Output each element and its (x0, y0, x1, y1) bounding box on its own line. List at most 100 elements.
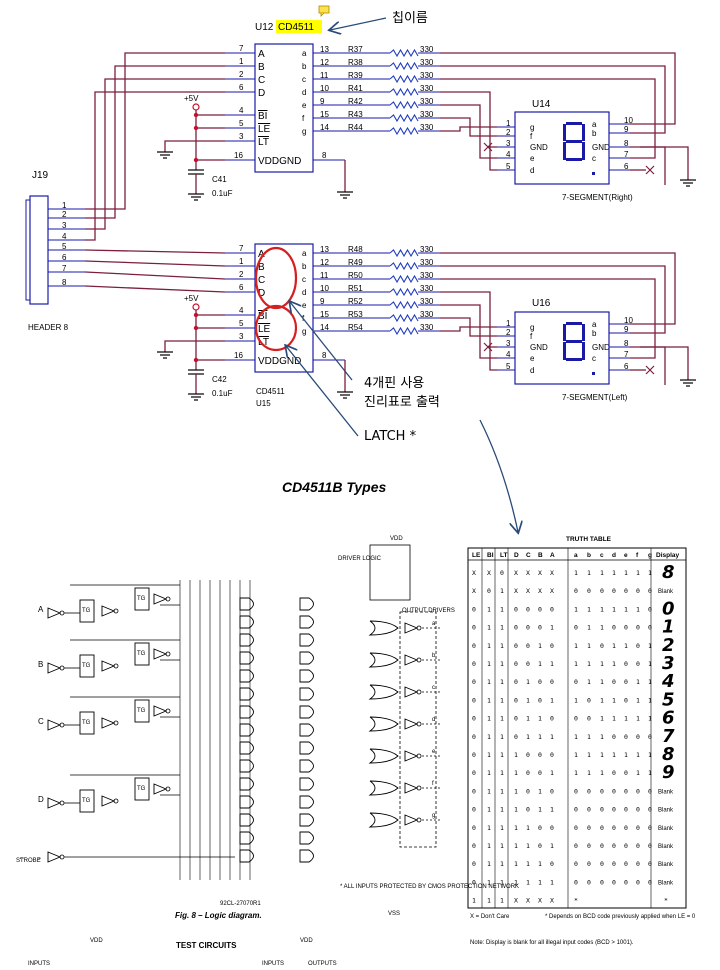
truth-table-cell: X (550, 569, 554, 577)
or-gate (368, 620, 399, 636)
ic-input-label: C (258, 275, 265, 286)
truth-table-cell: 1 (514, 878, 518, 886)
vdd-gnd-label: VDDGND (258, 356, 301, 367)
display-left-seg-label: GND (530, 343, 548, 352)
truth-table-cell: 1 (550, 842, 554, 850)
truth-table-display-blank: Blank (658, 589, 674, 595)
lower-cap-val: 0.1uF (212, 389, 233, 398)
wire (440, 126, 497, 132)
truth-table-cell: 1 (600, 624, 604, 632)
comment-icon[interactable] (318, 5, 330, 17)
driver-logic-label: DRIVER LOGIC (338, 556, 382, 562)
and-gate (239, 597, 254, 611)
resistor-ref: R43 (348, 110, 363, 119)
truth-table-cell: 0 (526, 787, 530, 795)
truth-table-header: a (574, 552, 578, 559)
truth-table-cell: 0 (538, 769, 542, 777)
truth-table-display-digit: 1 (662, 617, 675, 638)
truth-table-cell: 0 (472, 715, 476, 723)
truth-table-cell: 1 (487, 806, 491, 814)
no-connect-mark (483, 342, 493, 352)
ic-input-label: B (258, 62, 265, 73)
buffer (47, 607, 62, 619)
inverter-bubble (416, 721, 422, 727)
and-gate (239, 633, 254, 647)
ic-input-pin-number: 7 (239, 44, 244, 53)
resistor-value: 330 (420, 245, 434, 254)
resistor-ref: R42 (348, 97, 363, 106)
truth-table-cell: 0 (514, 660, 518, 668)
ic-ctrl-label: LT (258, 337, 269, 348)
ic-ctrl-pin-number: 4 (239, 106, 244, 115)
and-gate (239, 813, 254, 827)
truth-table-cell: 0 (612, 860, 616, 868)
truth-table-cell: X (538, 897, 542, 905)
ic-input-pin-number: 6 (239, 83, 244, 92)
chip-name-highlight (276, 20, 322, 33)
ic-output-label: e (302, 101, 307, 110)
truth-table-cell: 1 (538, 733, 542, 741)
truth-table-cell: 0 (624, 769, 628, 777)
truth-table-cell: 1 (472, 897, 476, 905)
wire (85, 91, 225, 241)
truth-table-cell: 0 (648, 860, 652, 868)
truth-table-cell: 0 (574, 842, 578, 850)
ic-output-pin-number: 12 (320, 58, 329, 67)
truth-table-cell: 0 (612, 842, 616, 850)
wire (440, 65, 666, 134)
truth-table-display-blank: Blank (658, 789, 674, 795)
truth-table-cell: 0 (624, 860, 628, 868)
resistor-zigzag (389, 326, 419, 336)
logic-output-label: c (432, 685, 435, 691)
display-left-seg-label: e (530, 354, 535, 363)
display-left-pin-number: 2 (506, 128, 511, 137)
display-right-pin-number: 6 (624, 162, 629, 171)
truth-table-cell: 1 (538, 860, 542, 868)
buffer (47, 719, 62, 731)
buffer (101, 795, 116, 807)
truth-table-cell: 0 (612, 678, 616, 686)
truth-table-cell: 1 (600, 769, 604, 777)
resistor-zigzag (389, 74, 419, 84)
wire (84, 285, 226, 293)
truth-table-cell: 1 (636, 751, 640, 759)
truth-table-cell: 1 (500, 678, 504, 686)
truth-table-cell: X (550, 587, 554, 595)
no-connect-mark (645, 165, 655, 175)
truth-table-cell: 0 (648, 733, 652, 741)
truth-table-cell: 1 (587, 678, 591, 686)
truth-table-cell: 1 (487, 878, 491, 886)
upper-display-name: 7-SEGMENT(Right) (562, 193, 633, 202)
truth-table-cell: 0 (600, 842, 604, 850)
truth-table-cell: 0 (526, 624, 530, 632)
truth-table-cell: 0 (587, 806, 591, 814)
truth-table-cell: 0 (587, 787, 591, 795)
truth-table-cell: 0 (648, 605, 652, 613)
junction-dot (193, 157, 199, 163)
wire (440, 291, 497, 371)
lower-ic-ref: U15 (256, 399, 271, 408)
truth-table-cell: 0 (514, 642, 518, 650)
wire (84, 260, 226, 267)
truth-table-header: e (624, 552, 628, 559)
truth-table-cell: 0 (624, 733, 628, 741)
truth-table-cell: 0 (514, 696, 518, 704)
ic-input-pin-number: 7 (239, 244, 244, 253)
wire (164, 140, 225, 152)
driver-inset (369, 544, 411, 601)
truth-table-cell: 1 (612, 569, 616, 577)
truth-table-cell: 0 (587, 824, 591, 832)
truth-table-cell: 1 (487, 605, 491, 613)
upper-vcc-label: +5V (184, 94, 199, 103)
truth-table-header: A (550, 552, 555, 559)
truth-table-cell: 0 (550, 605, 554, 613)
resistor-zigzag (389, 248, 419, 258)
truth-table-display-blank: Blank (658, 862, 674, 868)
truth-table-cell: 1 (587, 624, 591, 632)
truth-table-cell: X (538, 587, 542, 595)
upper-ic-body (254, 43, 314, 173)
truth-table-cell: 0 (574, 860, 578, 868)
truth-table-cell: 0 (526, 642, 530, 650)
